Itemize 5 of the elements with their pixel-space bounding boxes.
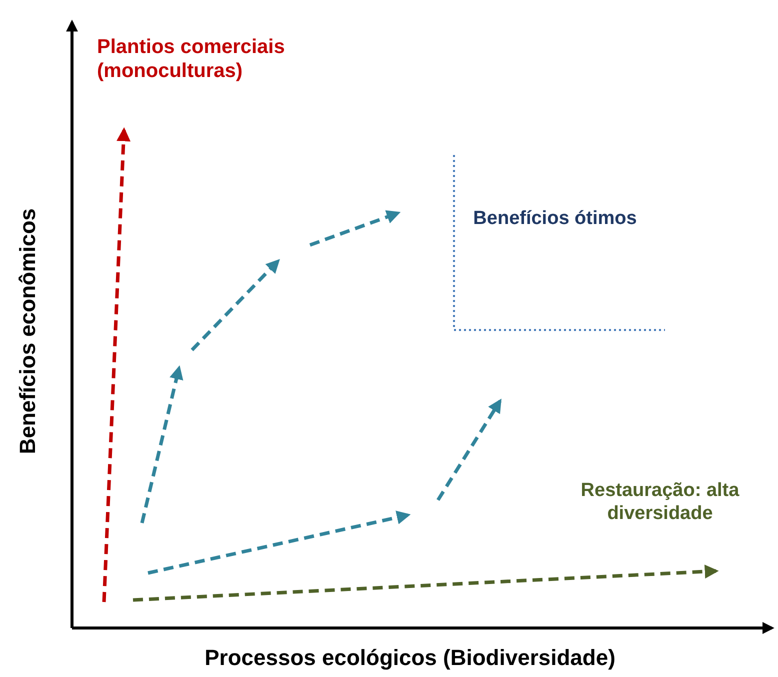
axis-title: Processos ecológicos (Biodiversidade) [204, 645, 616, 672]
axis-title: Benefícios econômicos [14, 207, 41, 456]
trajectory-label: Restauração: alta diversidade [580, 480, 740, 526]
trajectory-label: Plantios comerciais (monoculturas) [97, 35, 286, 83]
region-label: Benefícios ótimos [472, 208, 638, 231]
